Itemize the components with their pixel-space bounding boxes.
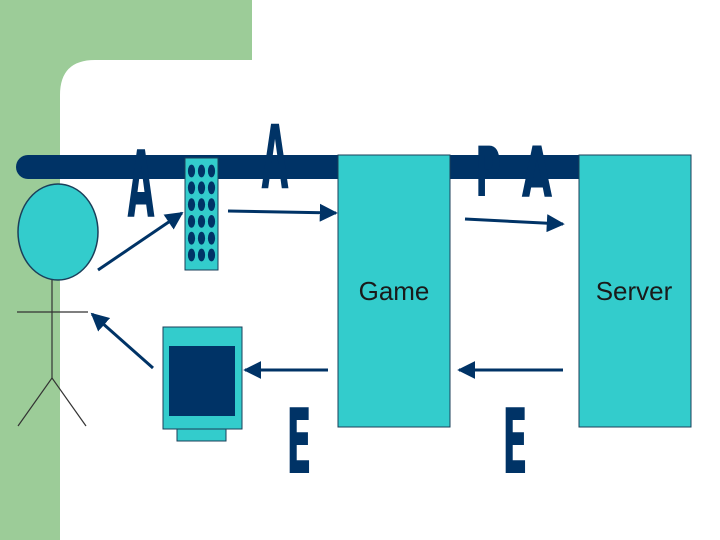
monitor [162,326,243,442]
keypad-key [197,231,206,245]
keypad-key [187,164,196,178]
glyph-a-right: A [522,133,553,214]
arrow-player-to-keypad [97,211,184,272]
game-box: Game [337,154,451,428]
arrow-game-to-server [464,214,565,233]
keypad-key [187,215,196,228]
monitor-stand [176,428,227,442]
glyph-e-right: E [502,391,528,496]
keypad-key [207,164,216,178]
glyph-group: A A P A E E [127,107,552,496]
keypad [184,157,219,271]
player-head [17,183,99,281]
glyph-p: P [475,133,501,212]
glyph-a-middle: A [261,107,288,209]
keypad-key [197,164,206,178]
keypad-key [197,248,206,262]
glyph-a-left: A [127,132,154,239]
server-box-rect [578,154,692,428]
keypad-key [187,198,196,212]
player-left-leg [17,377,53,427]
keypad-key [187,231,196,245]
arrow-monitor-to-player [90,312,154,370]
server-label: Server [596,276,673,306]
keypad-key [187,248,196,262]
monitor-screen [169,346,235,416]
keypad-key [207,181,216,195]
keypad-key [207,248,216,262]
arrow-group [90,203,565,379]
server-box: Server [578,154,692,428]
keypad-key [207,231,216,245]
keypad-key [207,215,216,228]
glyph-e-left: E [286,391,312,496]
keypad-key [197,181,206,195]
player-right-leg [51,377,87,427]
keypad-key [187,181,196,195]
game-label: Game [359,276,430,306]
game-box-rect [337,154,451,428]
keypad-key [207,198,216,212]
arrow-keypad-to-game [227,203,338,222]
keypad-key [197,198,206,212]
keypad-key [197,215,206,228]
player-figure [17,183,99,427]
frame-corner [60,60,95,95]
